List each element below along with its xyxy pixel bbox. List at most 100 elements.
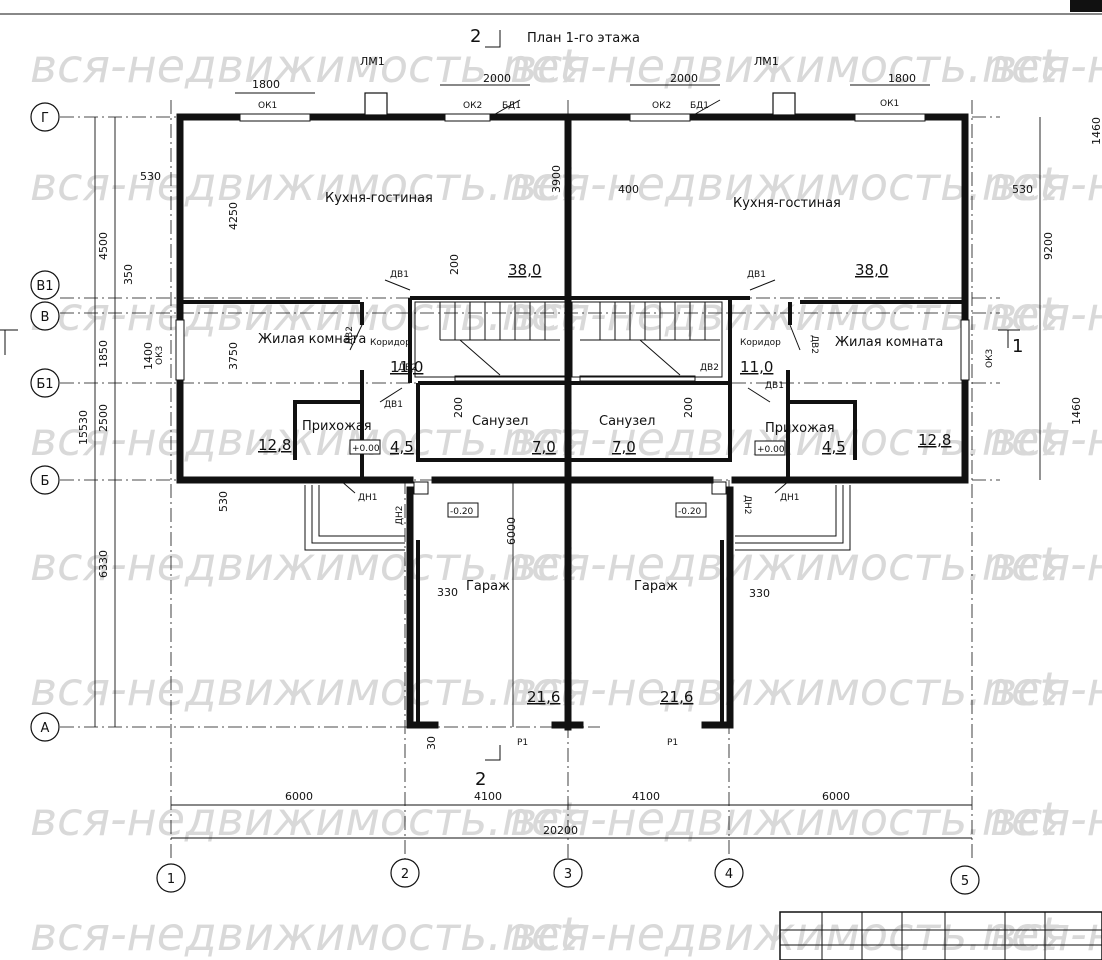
plan-title: План 1-го этажа	[527, 31, 640, 46]
watermark: вся-недвижимость.net	[510, 792, 1059, 846]
mark-label: ОК3	[155, 346, 165, 365]
dim-label: 200	[682, 397, 695, 418]
axis-label-3: 3	[564, 867, 572, 882]
mark-label: ОК1	[880, 99, 899, 109]
watermark: вся-недвижимость.net	[510, 907, 1059, 960]
dim-label: 6000	[505, 517, 518, 545]
room-area: 7,0	[532, 438, 556, 456]
dim-total-height: 15530	[77, 410, 90, 445]
axis-bubble	[714, 858, 744, 888]
mark-label: ЛМ1	[360, 55, 385, 68]
room-name: Гараж	[466, 579, 510, 594]
dim-label: 4500	[97, 232, 110, 260]
axis-label-5: 5	[961, 874, 969, 889]
mark-label: ДВ1	[390, 270, 409, 280]
mark-label: ДВ2	[700, 363, 719, 373]
porches	[304, 481, 851, 551]
dim-label: 3750	[227, 342, 240, 370]
dim-label: 1800	[888, 72, 916, 85]
mark-label: ДВ1	[384, 400, 403, 410]
mark-label: ДН2	[395, 505, 405, 525]
room-area: 12,8	[258, 436, 291, 454]
dim-label: 1400	[142, 342, 155, 370]
dim-label: 30	[425, 736, 438, 750]
axis-bubble	[950, 865, 980, 895]
walls	[176, 113, 969, 731]
mark-label: ЛМ1	[754, 55, 779, 68]
mark-label: ДВ2	[809, 335, 819, 354]
axis-bubble	[156, 863, 186, 893]
room-area: 38,0	[855, 261, 888, 279]
watermark: вся-недвижимость.net	[510, 537, 1059, 591]
watermark: вся-недвижимость.net	[510, 39, 1059, 93]
room-name: Коридор	[370, 338, 411, 348]
windows	[175, 92, 970, 381]
axis-label-4: 4	[725, 867, 733, 882]
mark-label: БД1	[690, 101, 709, 111]
axis-bubble	[390, 858, 420, 888]
dim-label: 4250	[227, 202, 240, 230]
room-name: Жилая комната	[835, 335, 943, 350]
element-marks: ЛМ1 ЛМ1 ОК1 ОК1 ОК2 ОК2 ОК3 ОК3 БД1 БД1 …	[155, 55, 995, 748]
room-area: 4,5	[390, 438, 414, 456]
mark-label: ОК3	[985, 349, 995, 368]
level-mark: -0.20	[678, 507, 702, 517]
mark-label: ДН1	[358, 493, 378, 503]
title-block	[779, 911, 1102, 960]
dim-label: 2000	[483, 72, 511, 85]
dim-right: 9200	[1042, 232, 1055, 260]
room-area: 21,6	[660, 688, 693, 706]
dim-label: 1850	[97, 340, 110, 368]
dim-label: 6330	[97, 550, 110, 578]
axis-bubble	[30, 102, 60, 132]
room-name: Прихожая	[302, 419, 372, 434]
room-name: Кухня-гостиная	[733, 196, 841, 211]
watermark: вся-недвижимость.net	[990, 907, 1102, 960]
room-area: 11,0	[740, 358, 773, 376]
mark-label: БД1	[502, 101, 521, 111]
room-name: Коридор	[740, 338, 781, 348]
axis-label-1: 1	[167, 872, 175, 887]
mark-label: ДН1	[780, 493, 800, 503]
mark-label: ОК2	[652, 101, 671, 111]
dim-label: 4100	[632, 790, 660, 803]
dim-label: 350	[122, 264, 135, 285]
watermark: вся-недвижимость.net	[30, 907, 579, 960]
section-mark-bottom: 2	[475, 769, 486, 790]
room-area: 38,0	[508, 261, 541, 279]
room-area: 21,6	[527, 688, 560, 706]
axis-bubble	[30, 270, 60, 300]
section-mark-side: 1	[1012, 336, 1023, 357]
mark-label: ДВ2	[398, 363, 417, 373]
axis-label-a: А	[41, 721, 50, 736]
axis-label-b: Б	[41, 474, 50, 489]
mark-label: ДВ1	[747, 270, 766, 280]
watermark: вся-недвижимость.net	[30, 39, 579, 93]
axis-label-v: В	[41, 310, 50, 325]
mark-label: Р1	[517, 738, 528, 748]
watermark: вся-недвижимость.net	[990, 157, 1102, 211]
room-name: Жилая комната	[258, 332, 366, 347]
mark-label: Р1	[667, 738, 678, 748]
dim-label: 530	[217, 491, 230, 512]
dimension-labels: 6000 4100 4100 6000 20200 4500 350 1850 …	[77, 72, 1102, 837]
watermark: вся-недвижимость.net	[990, 412, 1102, 466]
axis-bubble	[30, 368, 60, 398]
watermark: вся-недвижимость.net	[990, 537, 1102, 591]
room-labels: Кухня-гостиная 38,0 Кухня-гостиная 38,0 …	[258, 191, 951, 706]
watermark: вся-недвижимость.net	[30, 157, 579, 211]
axis-bubble	[30, 301, 60, 331]
room-area: 4,5	[822, 438, 846, 456]
level-mark: -0.20	[450, 507, 474, 517]
mark-label: ОК2	[463, 101, 482, 111]
axis-markers: 1 2 3 4 5 Г В1 В Б1 Б А	[30, 102, 980, 895]
dim-label: 530	[1012, 183, 1033, 196]
room-name: Кухня-гостиная	[325, 191, 433, 206]
dim-label: 1460	[1070, 397, 1083, 425]
dim-label: 400	[618, 183, 639, 196]
dim-label: 3900	[550, 165, 563, 193]
watermark: вся-недвижимость.net	[990, 287, 1102, 341]
level-mark: +0.00	[352, 444, 380, 454]
axis-label-v1: В1	[36, 279, 53, 294]
